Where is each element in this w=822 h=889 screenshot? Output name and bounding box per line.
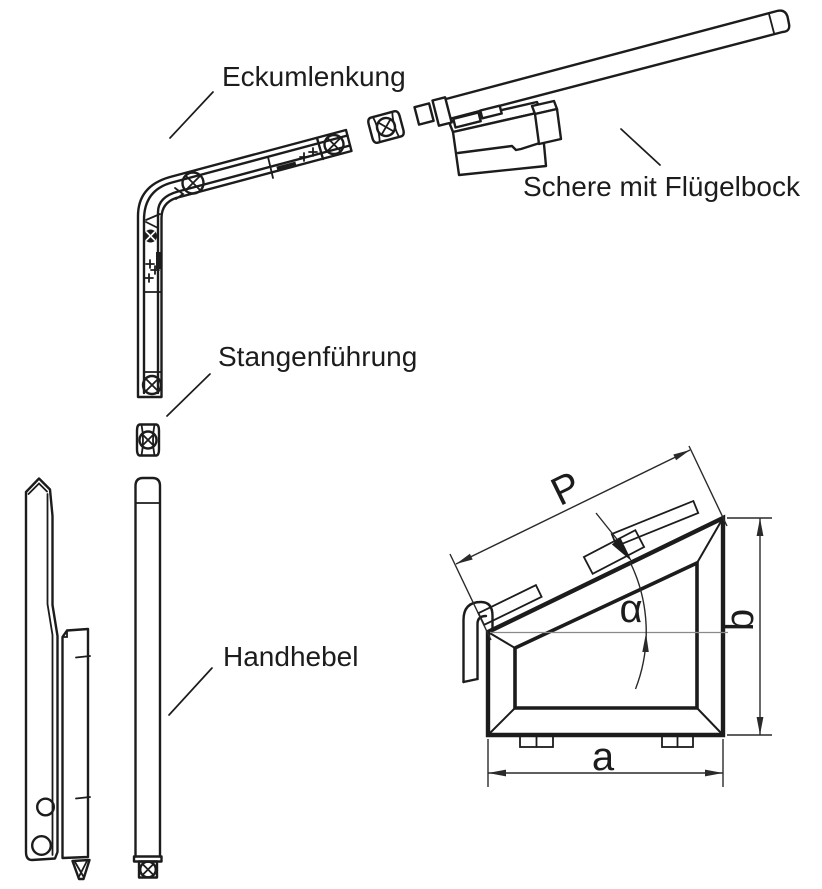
dimension-p: P <box>449 445 728 641</box>
phillips-screw-icon <box>181 171 205 195</box>
rod-guide-connector <box>367 109 405 145</box>
adjustment-marks <box>144 259 160 283</box>
handle-rod <box>132 476 163 879</box>
stangenfuehrung-part <box>135 423 161 457</box>
leader-stangenfuehrung <box>166 373 211 417</box>
drive-bar <box>61 627 91 881</box>
angle-label: α <box>619 587 642 631</box>
phillips-screw-icon <box>138 860 157 879</box>
lever-blade <box>24 477 59 862</box>
mount-hole <box>36 797 56 817</box>
dimension-b: b <box>718 517 772 736</box>
phillips-screw-icon <box>375 116 397 138</box>
angle-arrowhead <box>611 537 632 562</box>
leader-handhebel <box>168 667 213 716</box>
fitting-strip <box>582 528 646 576</box>
fitting-strip <box>610 499 700 548</box>
dark-screw-icon <box>144 229 157 243</box>
phillips-screw-icon <box>138 430 158 450</box>
callouts: Eckumlenkung Schere mit Flügelbock Stang… <box>166 61 801 716</box>
label-handhebel: Handhebel <box>223 641 358 672</box>
dimension-p-label: P <box>544 463 587 514</box>
leader-eckumlenkung <box>169 91 214 139</box>
phillips-screw-icon <box>323 133 345 156</box>
dimension-a: a <box>487 735 724 787</box>
mount-hole <box>31 835 53 857</box>
stay-rod <box>440 9 791 120</box>
frame-feet <box>519 734 694 748</box>
trapezoid-window-schematic: a b P α <box>449 445 772 787</box>
sash-hook <box>462 600 494 684</box>
outer-frame <box>485 514 726 738</box>
phillips-screw-icon <box>141 374 163 396</box>
eckumlenkung-part <box>136 128 353 399</box>
bar-tip <box>71 858 91 881</box>
leader-schere <box>620 128 661 166</box>
angle-annotation: α <box>490 512 728 690</box>
handhebel-parts <box>24 476 163 881</box>
label-eckumlenkung: Eckumlenkung <box>222 61 406 92</box>
label-schere: Schere mit Flügelbock <box>523 171 801 202</box>
adjustment-marks <box>299 147 318 162</box>
dimension-a-label: a <box>592 735 615 779</box>
dimension-b-label: b <box>718 609 762 631</box>
schere-part <box>413 9 791 177</box>
label-stangenfuehrung: Stangenführung <box>218 341 417 372</box>
inner-frame <box>513 560 699 710</box>
